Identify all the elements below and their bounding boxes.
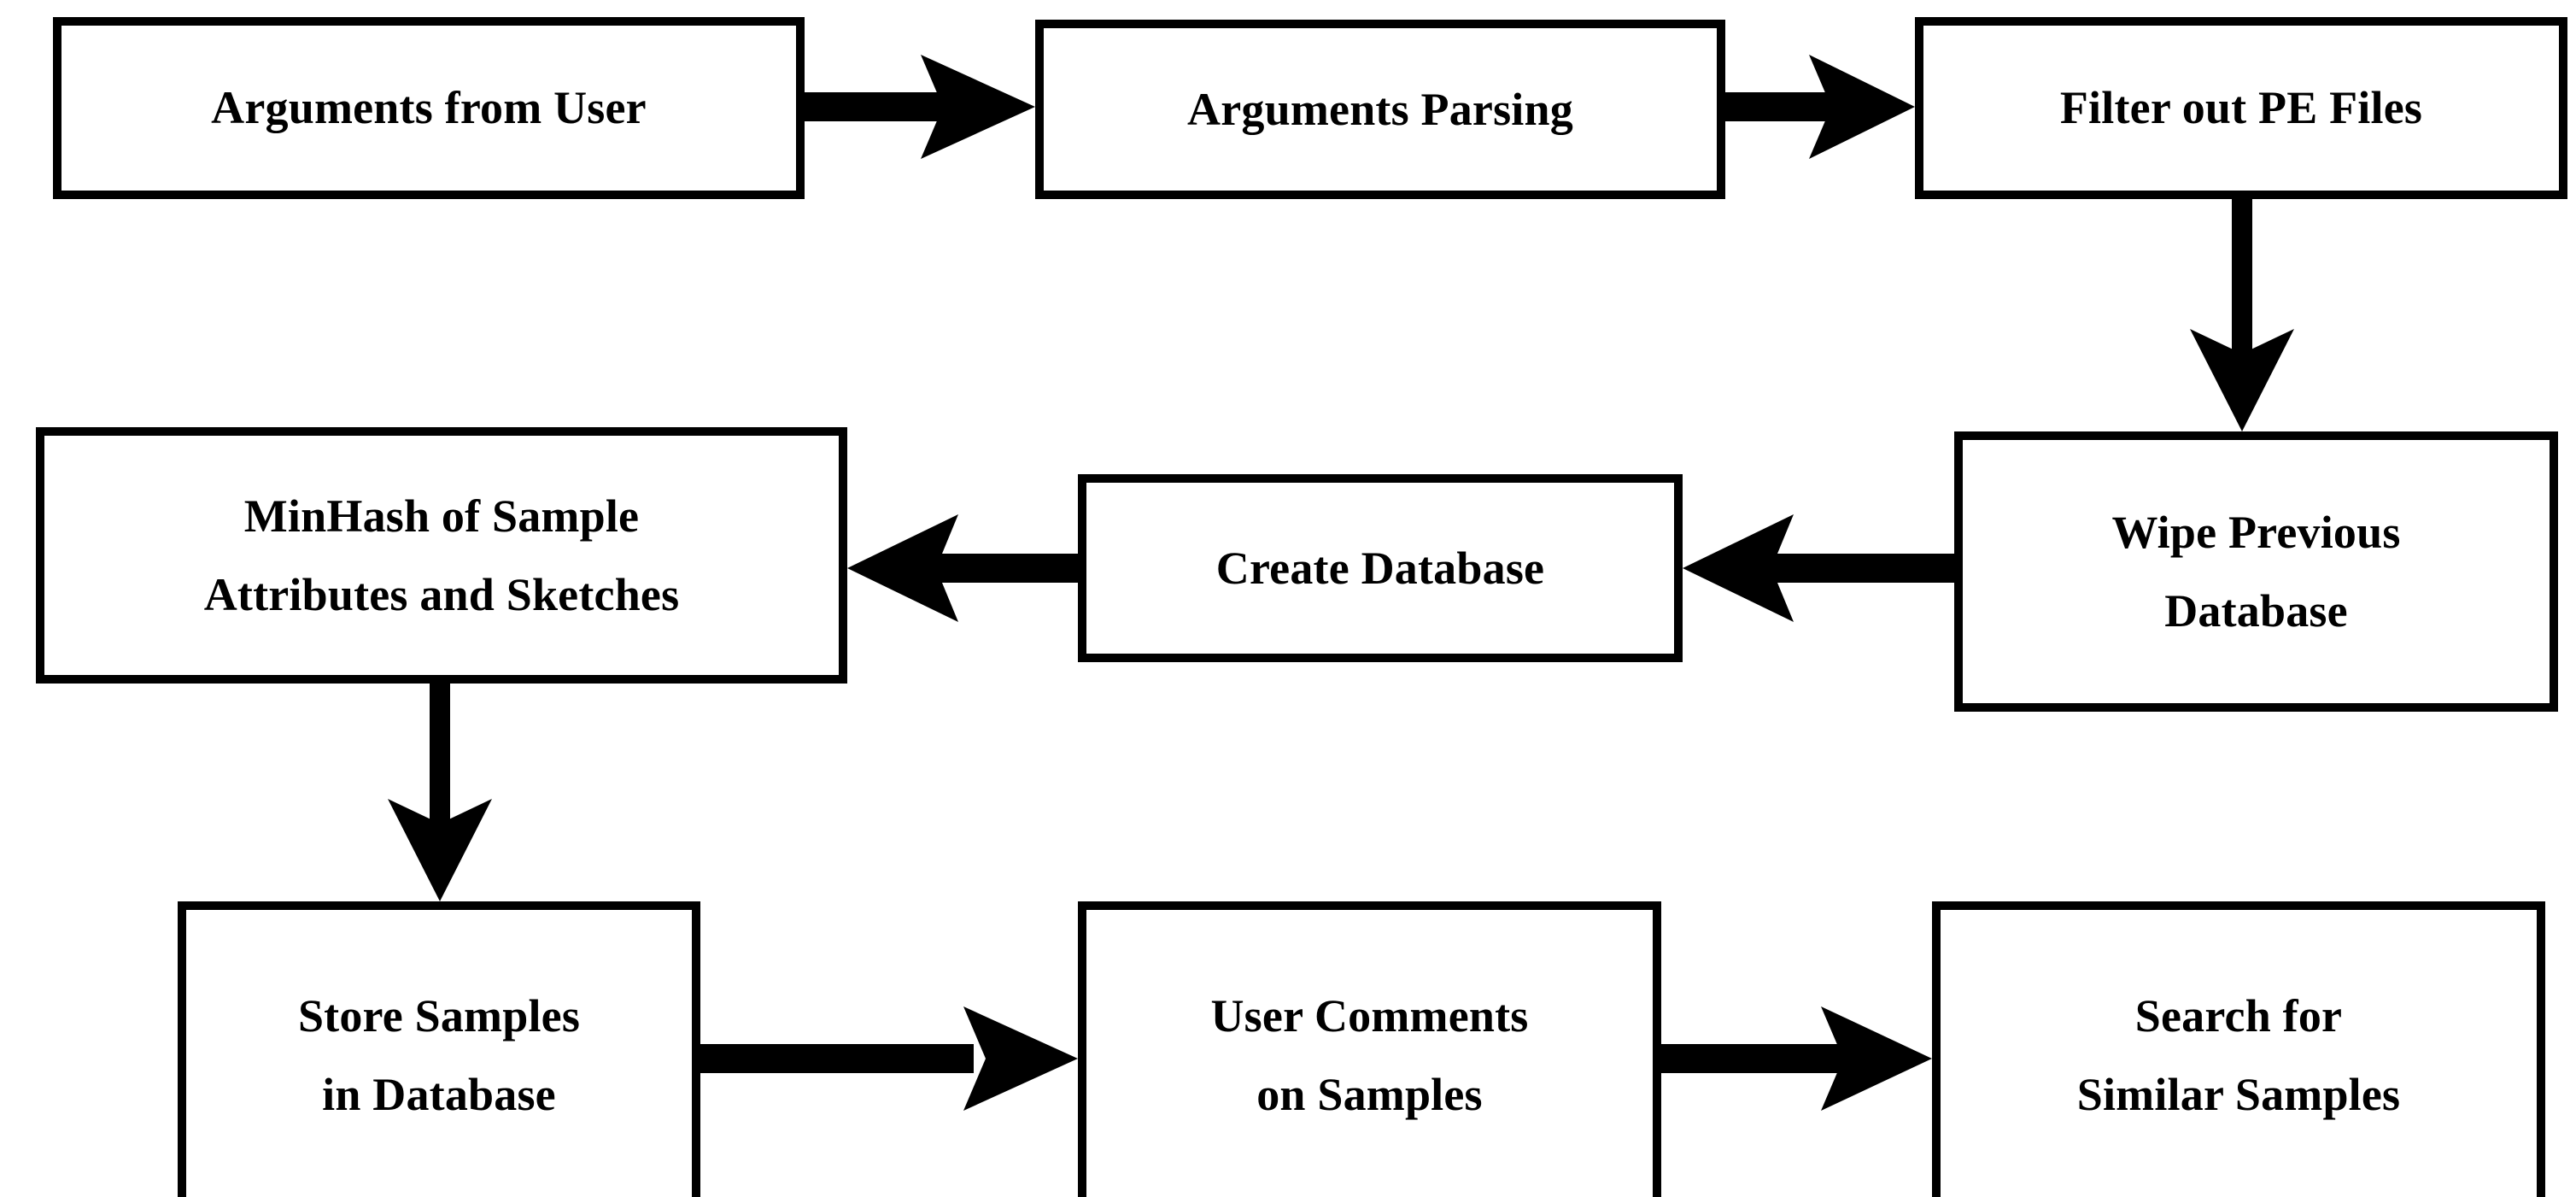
node-label-line: Similar Samples xyxy=(2076,1069,2401,1120)
node-store-samples-in-database[interactable]: Store Samples in Database xyxy=(178,901,700,1197)
node-label-line: Search for xyxy=(2134,989,2343,1042)
node-label-line: Store Samples xyxy=(297,989,581,1042)
node-filter-out-pe-files[interactable]: Filter out PE Files xyxy=(1915,17,2567,199)
edge-parsing-to-filter xyxy=(1725,55,1915,159)
node-label-line: Create Database xyxy=(1215,542,1545,594)
edge-create-to-minhash xyxy=(847,514,1078,622)
node-minhash-of-sample-attributes-and-sketches[interactable]: MinHash of Sample Attributes and Sketche… xyxy=(36,427,847,684)
node-user-comments-on-samples[interactable]: User Comments on Samples xyxy=(1078,901,1661,1197)
node-label-line: MinHash of Sample xyxy=(243,490,640,542)
node-label-line: Arguments Parsing xyxy=(1187,83,1573,135)
node-label-line: Filter out PE Files xyxy=(2059,82,2423,134)
edge-filter-to-wipe xyxy=(2190,199,2294,431)
node-label-line: on Samples xyxy=(1256,1069,1483,1120)
edge-user-to-parsing xyxy=(805,55,1035,159)
edge-comments-to-search xyxy=(1661,1006,1932,1111)
node-label-line: Wipe Previous xyxy=(2111,506,2401,558)
edge-store-to-comments xyxy=(700,1006,1078,1111)
node-label-line: Database xyxy=(2164,585,2348,637)
node-arguments-from-user[interactable]: Arguments from User xyxy=(53,17,805,199)
node-label-line: in Database xyxy=(322,1069,556,1120)
node-arguments-parsing[interactable]: Arguments Parsing xyxy=(1035,20,1725,199)
edge-minhash-to-store xyxy=(388,684,492,901)
node-label-line: User Comments xyxy=(1210,989,1529,1042)
node-wipe-previous-database[interactable]: Wipe Previous Database xyxy=(1954,431,2558,712)
node-search-for-similar-samples[interactable]: Search for Similar Samples xyxy=(1932,901,2545,1197)
node-label-line: Attributes and Sketches xyxy=(203,569,680,620)
node-label-line: Arguments from User xyxy=(211,82,647,134)
node-create-database[interactable]: Create Database xyxy=(1078,474,1683,662)
edge-wipe-to-create xyxy=(1683,514,1954,622)
